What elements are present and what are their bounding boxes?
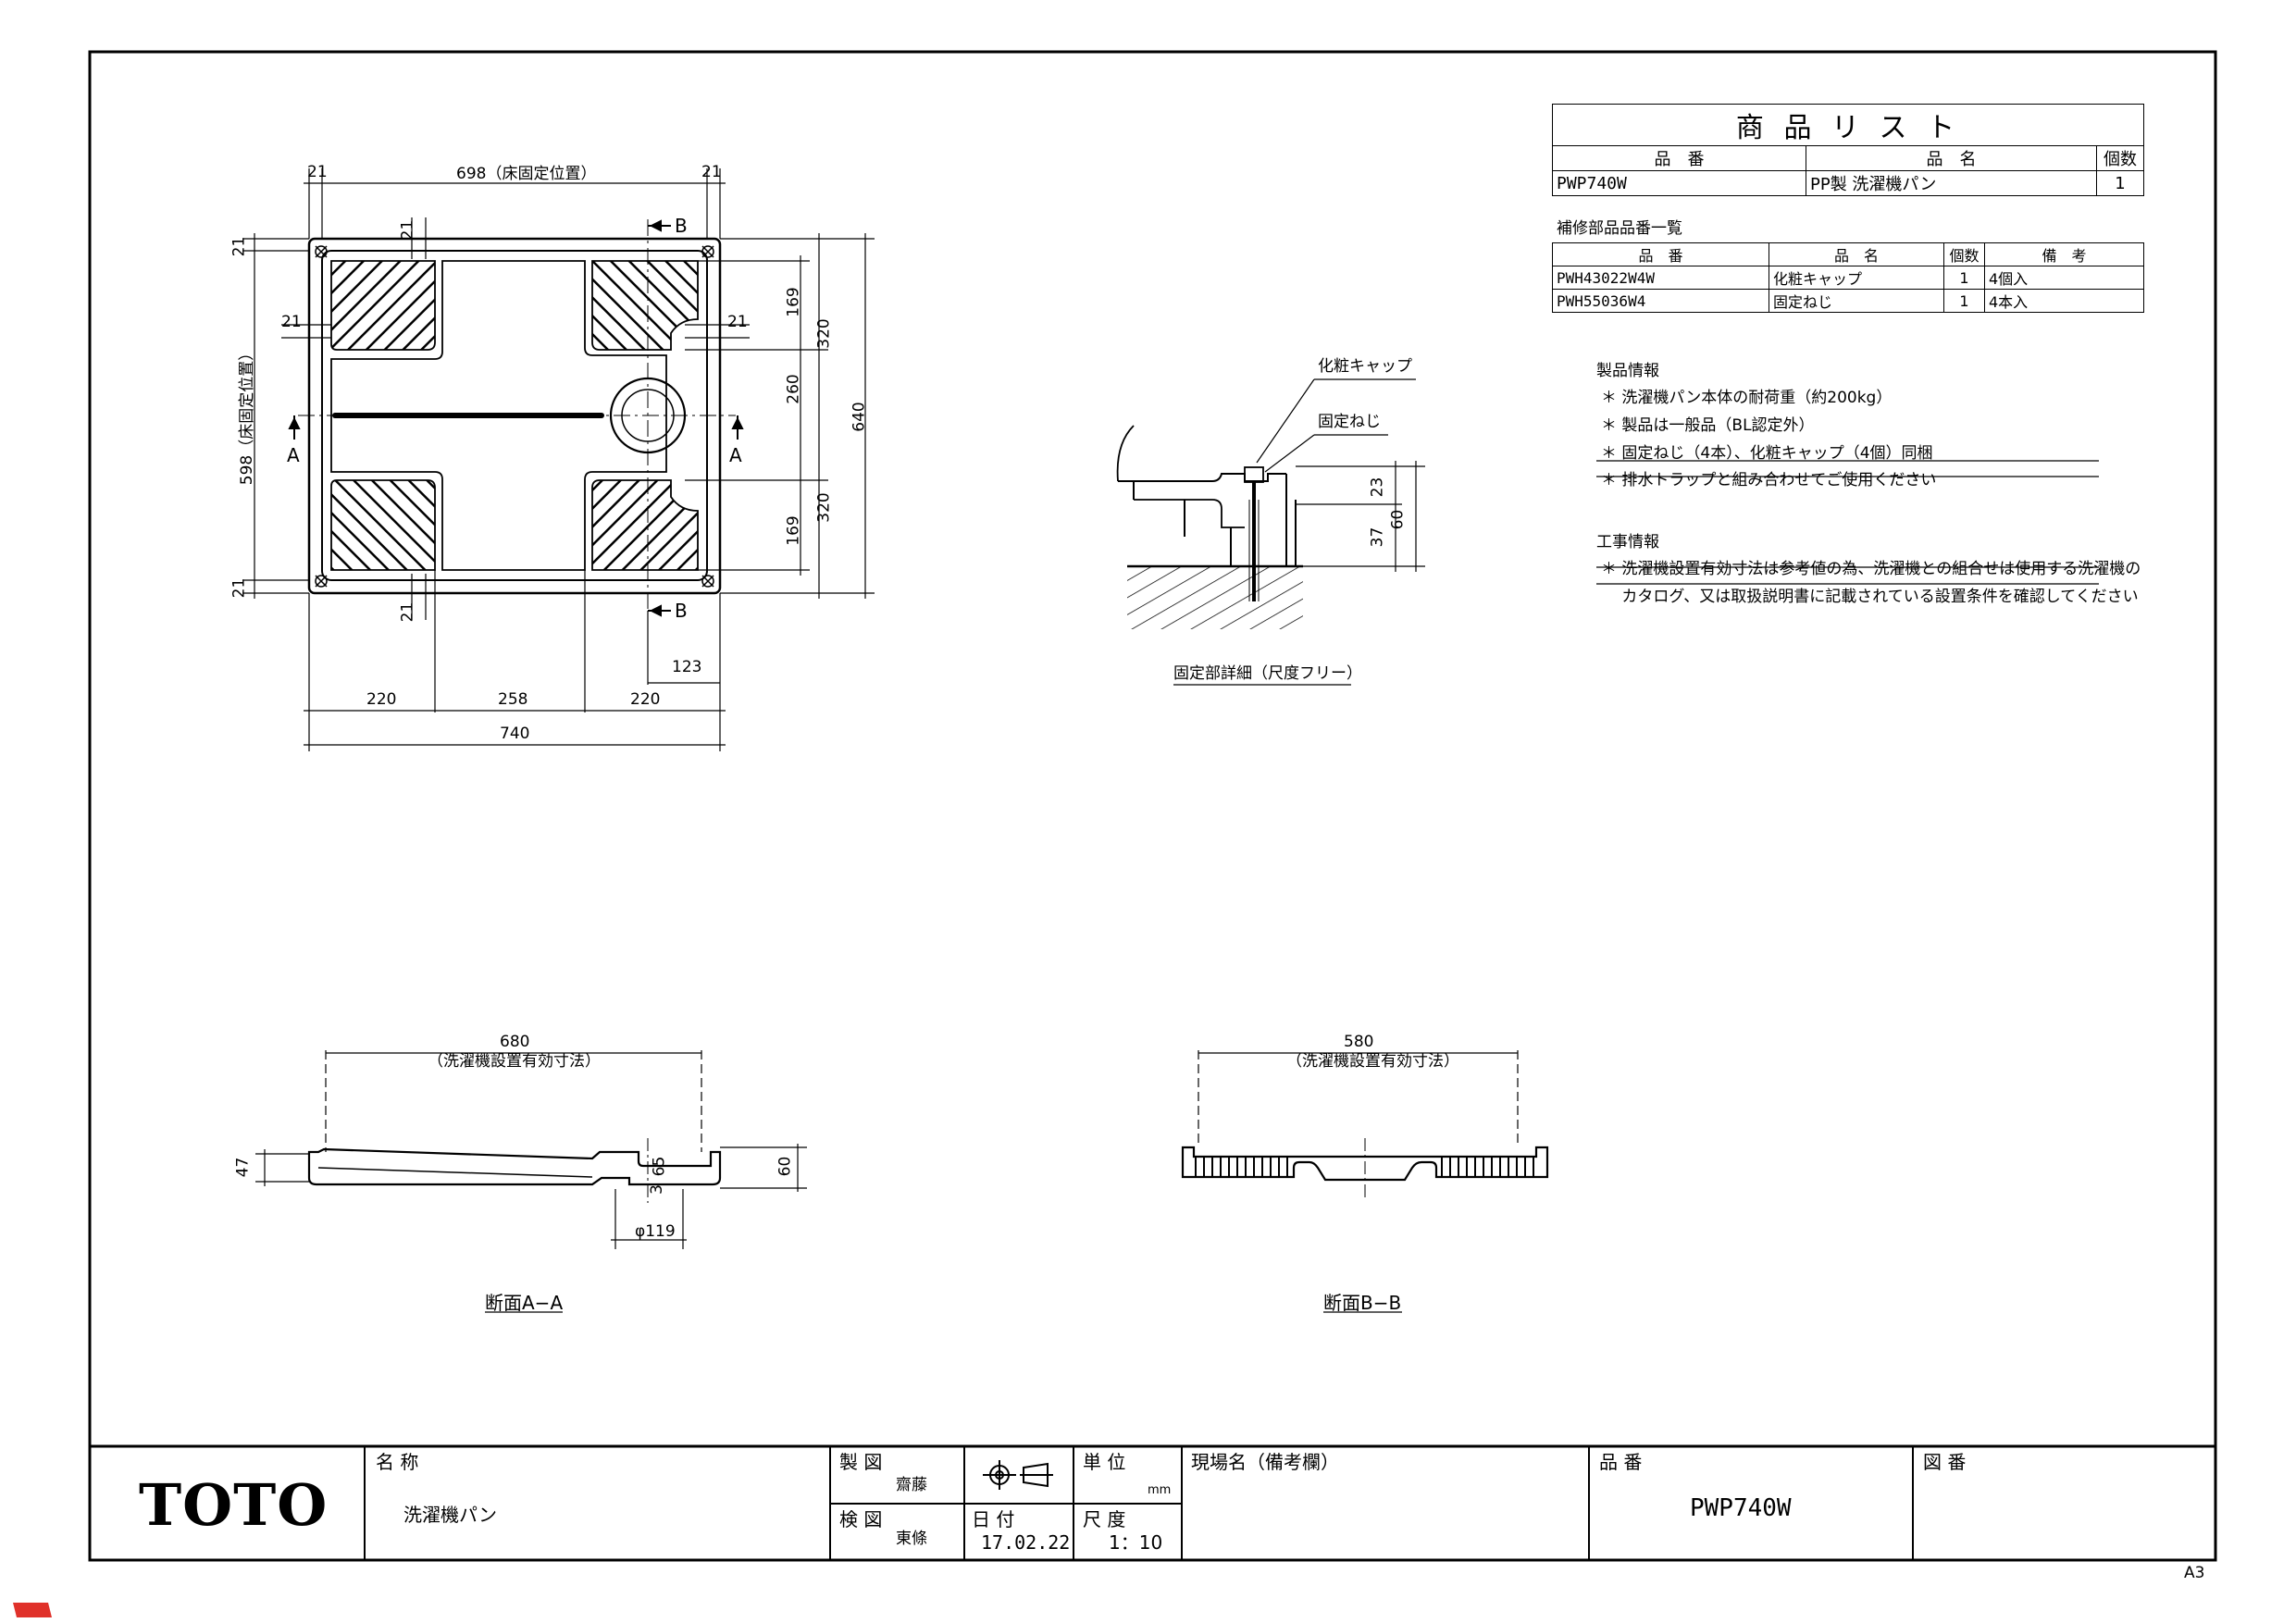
drawn-value: 齋藤 [896, 1476, 927, 1494]
dim-label: 47 [233, 1157, 253, 1178]
product-list-header-code: 品 番 [1552, 145, 1806, 171]
dim-label: 3 [647, 1184, 666, 1195]
product-list-header-qty: 個数 [2096, 145, 2144, 171]
section-mark: B [675, 600, 688, 622]
date-label: 日 付 [972, 1508, 1015, 1530]
dim-label: 123 [672, 658, 702, 676]
parts-row-name: 化粧キャップ [1769, 266, 1944, 290]
part-value: PWP740W [1690, 1494, 1792, 1522]
unit-value: mm [1148, 1483, 1172, 1497]
product-list-row-code: PWP740W [1552, 170, 1806, 196]
parts-row-name: 固定ねじ [1769, 289, 1944, 313]
dim-label: 580 [1344, 1033, 1374, 1051]
table-row: PWH55036W4 固定ねじ 1 4本入 [1552, 289, 2144, 313]
dim-label: 21 [230, 577, 249, 599]
dim-label: 169 [784, 287, 803, 317]
dim-label: （洗濯機設置有効寸法） [428, 1052, 601, 1071]
product-info-line: ＊ 製品は一般品（BL認定外） [1601, 416, 1815, 435]
section-mark: B [675, 215, 688, 237]
parts-list-table: 品 番 品 名 個数 備 考 PWH43022W4W 化粧キャップ 1 4個入 … [1552, 242, 2144, 313]
dim-label: 258 [498, 690, 528, 709]
drawing-no-label: 図 番 [1923, 1451, 1967, 1473]
name-label: 名 称 [376, 1451, 419, 1473]
detail-caption: 固定部詳細（尺度フリー） [1173, 664, 1362, 683]
detail-label-cap: 化粧キャップ [1318, 357, 1412, 376]
product-info-line: ＊ 洗濯機パン本体の耐荷重（約200kg） [1601, 389, 1893, 407]
parts-row-qty: 1 [1943, 289, 1985, 313]
product-info-line: ＊ 固定ねじ（4本）、化粧キャップ（4個）同梱 [1601, 444, 1933, 463]
product-list-header-name: 品 名 [1806, 145, 2097, 171]
dim-label: 21 [230, 236, 249, 257]
section-aa-caption: 断面A−A [485, 1292, 564, 1314]
product-info-title: 製品情報 [1596, 362, 1659, 380]
dim-label: 680 [500, 1033, 530, 1051]
product-list-row-name: PP製 洗濯機パン [1806, 170, 2097, 196]
product-list-row-qty: 1 [2096, 170, 2144, 196]
dim-label: （洗濯機設置有効寸法） [1286, 1052, 1459, 1071]
dim-label: 260 [784, 374, 803, 404]
checked-label: 検 図 [839, 1508, 883, 1530]
construction-info-line: ＊ 洗濯機設置有効寸法は参考値の為、洗濯機との組合せは使用する洗濯機の [1601, 560, 2141, 578]
dim-label: 598（床固定位置） [238, 344, 257, 486]
dim-label: 220 [630, 690, 661, 709]
parts-header-code: 品 番 [1552, 242, 1769, 266]
dim-label: 65 [650, 1156, 669, 1177]
unit-label: 単 位 [1083, 1451, 1126, 1473]
table-row: PWH43022W4W 化粧キャップ 1 4個入 [1552, 266, 2144, 290]
toto-logo: TOTO [139, 1471, 329, 1539]
parts-row-note: 4本入 [1984, 289, 2144, 313]
parts-row-qty: 1 [1943, 266, 1985, 290]
date-value: 17.02.22 [981, 1531, 1071, 1554]
parts-row-note: 4個入 [1984, 266, 2144, 290]
dim-label: 21 [398, 219, 417, 241]
parts-list-title: 補修部品品番一覧 [1557, 219, 1682, 238]
dim-label: 320 [814, 492, 834, 523]
checked-value: 東條 [896, 1530, 927, 1548]
section-mark: A [287, 444, 300, 466]
product-list-title: 商 品 リ ス ト [1552, 104, 2144, 146]
dim-label: 60 [776, 1156, 795, 1177]
product-list-table: 商 品 リ ス ト 品 番 品 名 個数 PWP740W PP製 洗濯機パン 1 [1552, 104, 2144, 196]
parts-row-code: PWH43022W4W [1552, 266, 1769, 290]
dim-label: 21 [727, 313, 748, 331]
dim-label: 740 [500, 725, 530, 743]
construction-info-title: 工事情報 [1596, 533, 1659, 551]
dim-label: 220 [366, 690, 397, 709]
dim-label: 23 [1368, 477, 1387, 498]
corner-mark [13, 1603, 52, 1617]
dim-label: 21 [398, 601, 417, 623]
dim-label: 169 [784, 515, 803, 546]
parts-header-note: 備 考 [1984, 242, 2144, 266]
product-info-line: ＊ 排水トラップと組み合わせてご使用ください [1601, 471, 1937, 489]
dim-label: 698（床固定位置） [456, 165, 597, 183]
site-label: 現場名（備考欄） [1191, 1451, 1339, 1473]
parts-header-qty: 個数 [1943, 242, 1985, 266]
dim-label: 60 [1388, 509, 1408, 530]
dim-label: 37 [1368, 527, 1387, 548]
scale-label: 尺 度 [1083, 1508, 1126, 1530]
name-value: 洗濯機パン [403, 1504, 497, 1526]
parts-header-name: 品 名 [1769, 242, 1944, 266]
parts-row-code: PWH55036W4 [1552, 289, 1769, 313]
dim-label: φ119 [635, 1222, 676, 1241]
detail-label-screw: 固定ねじ [1318, 413, 1381, 431]
section-mark: A [729, 444, 742, 466]
part-label: 品 番 [1599, 1451, 1643, 1473]
dim-label: 320 [814, 318, 834, 349]
section-bb-caption: 断面B−B [1323, 1292, 1402, 1314]
sheet-size: A3 [2184, 1564, 2205, 1582]
dim-label: 640 [850, 402, 869, 432]
drawn-label: 製 図 [839, 1451, 883, 1473]
dim-label: 21 [281, 313, 302, 331]
dim-label: 21 [307, 163, 328, 181]
dim-label: 21 [701, 163, 722, 181]
scale-value: 1：10 [1109, 1531, 1163, 1554]
construction-info-line: カタログ、又は取扱説明書に記載されている設置条件を確認してください [1601, 588, 2139, 606]
